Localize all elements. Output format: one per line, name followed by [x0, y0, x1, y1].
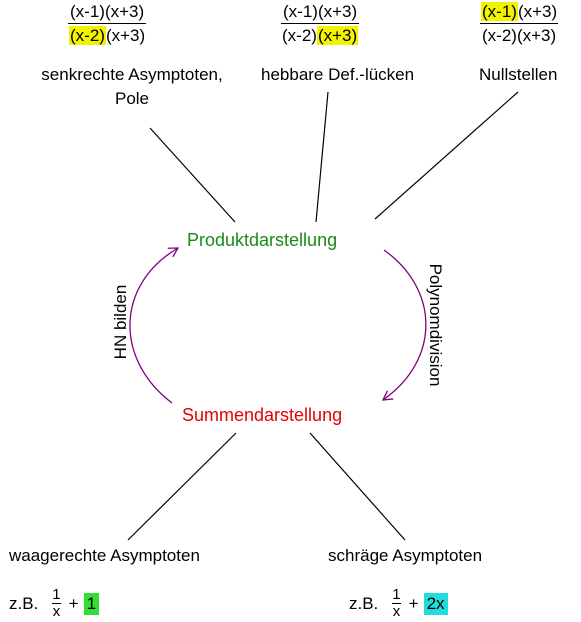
- label-holes: hebbare Def.-lücken: [261, 65, 415, 84]
- connector-zeros: [374, 91, 519, 220]
- fraction-holes-denominator: (x-2)(x+3): [281, 25, 359, 46]
- connector-oblique: [309, 432, 406, 541]
- node-produktdarstellung: Produktdarstellung: [187, 230, 338, 250]
- label-poles-line1: senkrechte Asymptoten,: [41, 65, 223, 84]
- fraction-zeros-denominator: (x-2)(x+3): [480, 25, 558, 46]
- connector-holes: [315, 91, 329, 223]
- highlighted-factor: (x-2): [69, 26, 106, 46]
- factor: (x-2): [282, 26, 317, 46]
- fraction-poles-numerator: (x-1)(x+3): [68, 1, 146, 22]
- fraction-poles-denominator: (x-2)(x+3): [68, 25, 146, 46]
- example-fraction: 1 x: [392, 586, 401, 621]
- example-fraction-denominator: x: [392, 603, 401, 621]
- arrow-polynomdivision: [381, 249, 427, 401]
- example-fraction-numerator: 1: [392, 586, 401, 603]
- factor: (x-2)(x+3): [482, 26, 557, 46]
- factor: (x-1)(x+3): [283, 2, 358, 21]
- example-fraction-denominator: x: [52, 603, 61, 621]
- arrow-label-polynomdivision: Polynomdivision: [426, 263, 445, 387]
- fraction-poles: (x-1)(x+3) (x-2)(x+3): [68, 1, 147, 46]
- highlighted-factor: (x+3): [316, 26, 359, 46]
- factor: (x-1)(x+3): [70, 2, 145, 21]
- fraction-zeros-numerator: (x-1)(x+3): [480, 1, 558, 22]
- factor: (x+3): [517, 2, 558, 21]
- example-fraction: 1 x: [52, 586, 61, 621]
- fraction-holes-numerator: (x-1)(x+3): [281, 1, 359, 22]
- fraction-bar: [68, 23, 147, 25]
- label-zeros: Nullstellen: [479, 65, 558, 84]
- example-prefix: z.B.: [9, 593, 39, 613]
- fraction-zeros: (x-1)(x+3) (x-2)(x+3): [480, 1, 559, 46]
- fraction-bar: [392, 603, 401, 605]
- fraction-holes: (x-1)(x+3) (x-2)(x+3): [281, 1, 360, 46]
- factor: (x+3): [105, 26, 146, 46]
- highlight-term-linear: 2x: [423, 592, 448, 615]
- highlight-term-constant: 1: [83, 592, 100, 615]
- label-oblique: schräge Asymptoten: [328, 546, 483, 565]
- label-poles: senkrechte Asymptoten, Pole: [14, 63, 284, 111]
- arrow-label-hn-bilden: HN bilden: [111, 284, 130, 360]
- example-oblique: z.B. 1 x + 2x: [349, 586, 448, 621]
- fraction-bar: [480, 23, 559, 25]
- arrow-hn-bilden: [129, 247, 180, 404]
- connector-poles: [149, 127, 236, 223]
- example-plus: +: [408, 593, 419, 613]
- highlighted-factor: (x-1): [481, 2, 518, 21]
- label-poles-line2: Pole: [114, 89, 150, 108]
- label-horizontal: waagerechte Asymptoten: [9, 546, 200, 565]
- example-fraction-numerator: 1: [52, 586, 61, 603]
- fraction-bar: [281, 23, 360, 25]
- fraction-bar: [52, 603, 61, 605]
- node-summendarstellung: Summendarstellung: [182, 405, 343, 425]
- example-plus: +: [68, 593, 79, 613]
- example-prefix: z.B.: [349, 593, 379, 613]
- connector-horizontal: [127, 432, 237, 541]
- example-horizontal: z.B. 1 x + 1: [9, 586, 100, 621]
